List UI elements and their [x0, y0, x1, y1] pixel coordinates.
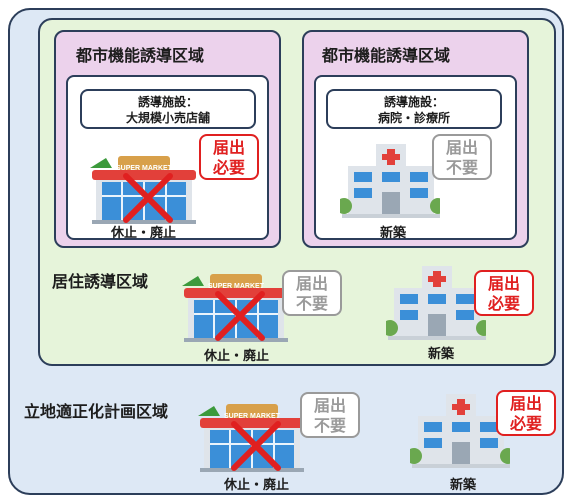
- store-sign-text: SUPER MARKET: [116, 165, 173, 172]
- cross-icon: [231, 421, 281, 471]
- siting-plan-zone-title: 立地適正化計画区域: [24, 402, 169, 421]
- hospital-icon: [410, 394, 510, 468]
- badge-not-required-urban-right: 届出 不要: [432, 134, 492, 180]
- cross-icon: [215, 291, 265, 341]
- urban-zone-left-title: 都市機能誘導区域: [76, 46, 205, 65]
- caption-closure-residential: 休止・廃止: [204, 349, 270, 364]
- hospital-icon: [386, 266, 486, 340]
- badge-required-siting-new: 届出 必要: [496, 390, 556, 436]
- badge-not-required-residential-closure: 届出 不要: [282, 270, 342, 316]
- supermarket-icon: SUPER MARKET: [198, 403, 305, 473]
- caption-closure-siting: 休止・廃止: [224, 478, 290, 493]
- facility-box-left: 誘導施設： 大規模小売店舗: [80, 89, 256, 129]
- urban-zone-right-title: 都市機能誘導区域: [322, 46, 451, 65]
- caption-closure-urban-left: 休止・廃止: [111, 226, 177, 241]
- store-sign-text: SUPER MARKET: [208, 283, 265, 290]
- badge-required-residential-new: 届出 必要: [474, 270, 534, 316]
- supermarket-icon: SUPER MARKET: [182, 273, 289, 343]
- supermarket-icon: SUPER MARKET: [90, 155, 197, 225]
- facility-box-right: 誘導施設： 病院・診療所: [326, 89, 502, 129]
- cross-icon: [123, 173, 173, 223]
- facility-left-line2: 大規模小売店舗: [125, 111, 210, 125]
- caption-new-residential: 新築: [428, 347, 455, 362]
- badge-not-required-siting-closure: 届出 不要: [300, 392, 360, 438]
- facility-left-line1: 誘導施設：: [137, 95, 198, 109]
- facility-right-line1: 誘導施設：: [383, 95, 444, 109]
- residential-zone-title: 居住誘導区域: [52, 272, 149, 291]
- facility-right-line2: 病院・診療所: [377, 111, 450, 125]
- caption-new-urban-right: 新築: [380, 226, 407, 241]
- store-sign-text: SUPER MARKET: [224, 413, 281, 420]
- hospital-icon: [340, 144, 440, 218]
- badge-required-urban-left: 届出 必要: [199, 134, 259, 180]
- caption-new-siting: 新築: [450, 478, 477, 493]
